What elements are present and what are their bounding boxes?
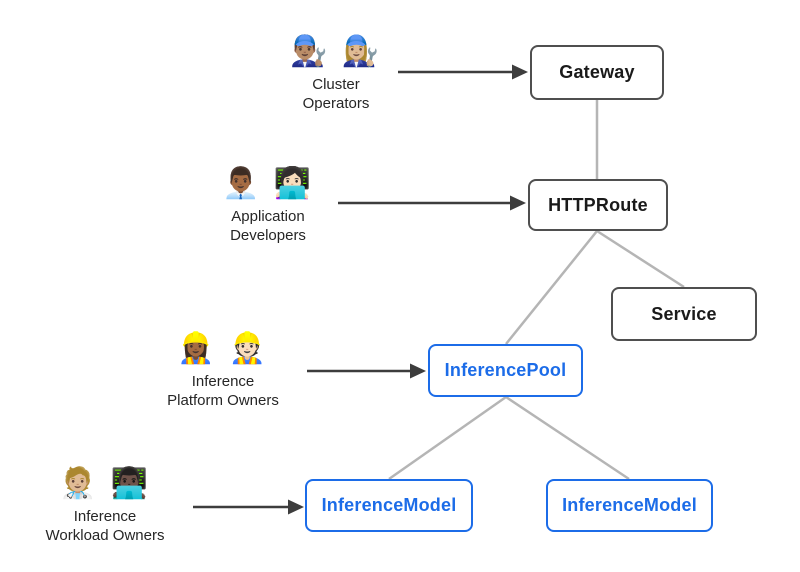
cluster-operators-icon: 👨🏽‍🔧 👩🏼‍🔧	[289, 35, 383, 68]
persona-inference-workload-owners: 🧑🏼‍⚕️ 👨🏿‍💻 Inference Workload Owners	[25, 466, 185, 545]
application-developers-icon: 👨🏾‍💼 👩🏻‍💻	[221, 167, 315, 200]
persona-label: Application Developers	[230, 208, 306, 244]
persona-cluster-operators: 👨🏽‍🔧 👩🏼‍🔧 Cluster Operators	[256, 34, 416, 113]
edge-inferencepool-inferencemodel-left	[388, 395, 507, 481]
arrowhead	[410, 363, 426, 379]
node-inferencemodel-left: InferenceModel	[305, 479, 473, 532]
edge-httproute-service	[596, 229, 685, 289]
edge-inferencepool-inferencemodel-right	[505, 395, 630, 481]
arrowhead	[288, 499, 304, 515]
persona-inference-platform-owners: 👷🏾‍♀️ 👷🏻 Inference Platform Owners	[143, 331, 303, 410]
node-inferencepool: InferencePool	[428, 344, 583, 397]
persona-label: Inference Workload Owners	[45, 508, 165, 544]
node-service: Service	[611, 287, 757, 341]
node-gateway: Gateway	[530, 45, 664, 100]
node-httproute-label: HTTPRoute	[548, 194, 648, 215]
node-inferencemodel-left-label: InferenceModel	[321, 495, 457, 515]
arrowhead	[512, 64, 528, 80]
node-gateway-label: Gateway	[559, 62, 635, 82]
node-inferencemodel-right: InferenceModel	[546, 479, 713, 532]
node-httproute: HTTPRoute	[528, 179, 668, 231]
node-inferencepool-label: InferencePool	[444, 360, 567, 380]
persona-application-developers: 👨🏾‍💼 👩🏻‍💻 Application Developers	[188, 166, 348, 245]
persona-label: Inference Platform Owners	[167, 373, 279, 409]
node-service-label: Service	[651, 303, 717, 324]
node-inferencemodel-right-label: InferenceModel	[562, 495, 697, 515]
edge-httproute-inferencepool	[505, 230, 598, 345]
inference-platform-owners-icon: 👷🏾‍♀️ 👷🏻	[176, 332, 270, 365]
persona-label: Cluster Operators	[302, 76, 370, 112]
inference-workload-owners-icon: 🧑🏼‍⚕️ 👨🏿‍💻	[58, 467, 152, 500]
arrowhead	[510, 195, 526, 211]
